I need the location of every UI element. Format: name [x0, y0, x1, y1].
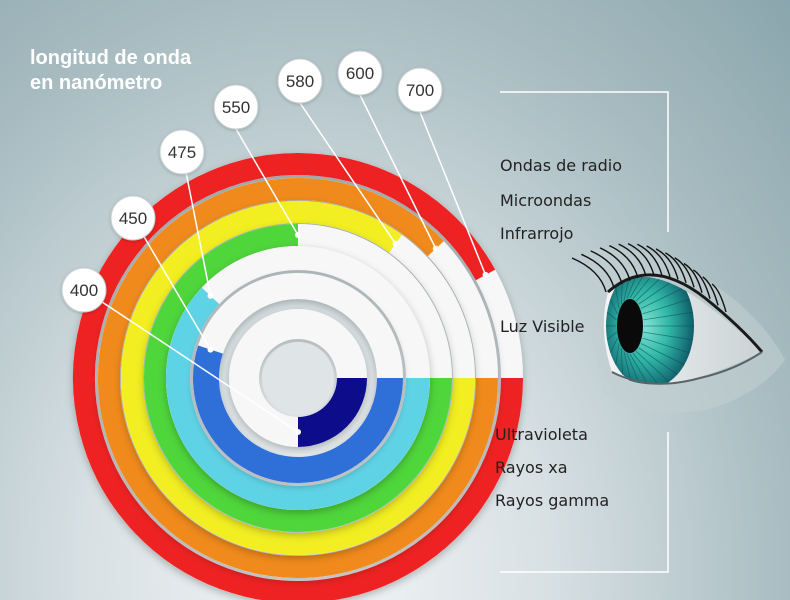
spectrum-label-infrared: Infrarrojo: [500, 224, 574, 243]
ring-475: [166, 246, 430, 510]
ring-fill-475: [166, 287, 430, 510]
ring-580: [121, 201, 475, 555]
ring-fill-450: [193, 345, 403, 483]
spectrum-label-visible: Luz Visible: [500, 317, 585, 336]
callout-bubble-550: [213, 84, 259, 130]
callout-line-700: [419, 111, 487, 276]
callout-dot-450: [207, 346, 214, 353]
ring-450: [193, 273, 403, 483]
callout-line-580: [299, 102, 397, 245]
spectrum-label-microwaves: Microondas: [500, 191, 592, 210]
eye-icon: [571, 243, 785, 413]
callout-dot-400: [295, 429, 301, 435]
ring-fill-700: [73, 153, 523, 600]
callout-dot-550: [295, 232, 301, 238]
spectrum-label-ultraviolet: Ultravioleta: [495, 425, 588, 444]
callout-line-600: [359, 94, 437, 249]
wavelength-callouts: 400 450 475 550 580 600 700: [61, 50, 489, 435]
callout-dot-700: [482, 271, 489, 278]
ring-700: [73, 153, 523, 600]
wavelength-label-475: 475: [168, 143, 196, 162]
callout-line-475: [181, 151, 212, 296]
title-line-1: longitud de onda: [30, 47, 192, 69]
callout-bubble-580: [277, 58, 323, 104]
callout-line-450: [132, 217, 212, 350]
title-line-2: en nanómetro: [30, 72, 163, 94]
ring-fill-580: [121, 201, 475, 555]
callout-dot-475: [207, 292, 214, 299]
spectrum-label-radio: Ondas de radio: [500, 156, 622, 175]
callout-dot-600: [432, 245, 439, 252]
wavelength-label-600: 600: [346, 64, 374, 83]
diagram-title: longitud de onda en nanómetro: [30, 46, 191, 96]
callout-dot-580: [392, 240, 399, 247]
callout-line-550: [235, 128, 299, 236]
ring-600: [98, 178, 498, 578]
wavelength-label-550: 550: [222, 98, 250, 117]
bracket-upper: [500, 91, 669, 232]
bracket-lower: [500, 432, 669, 573]
wavelength-label-450: 450: [119, 209, 147, 228]
callout-bubble-400: [61, 267, 107, 313]
ring-fill-550: [144, 224, 452, 532]
callout-bubble-475: [159, 129, 205, 175]
spectrum-brackets: [500, 91, 669, 573]
callout-bubble-450: [110, 195, 156, 241]
ring-center: [262, 342, 334, 414]
ring-fill-600: [98, 178, 498, 578]
spectrum-label-gamma: Rayos gamma: [495, 491, 610, 510]
wavelength-label-700: 700: [406, 81, 434, 100]
callout-bubble-600: [337, 50, 383, 96]
callout-bubble-700: [397, 67, 443, 113]
spectrum-label-xray: Rayos xa: [495, 458, 568, 477]
wavelength-label-580: 580: [286, 72, 314, 91]
ring-fill-400: [297, 377, 367, 447]
callout-line-400: [83, 289, 299, 433]
wavelength-label-400: 400: [70, 281, 98, 300]
